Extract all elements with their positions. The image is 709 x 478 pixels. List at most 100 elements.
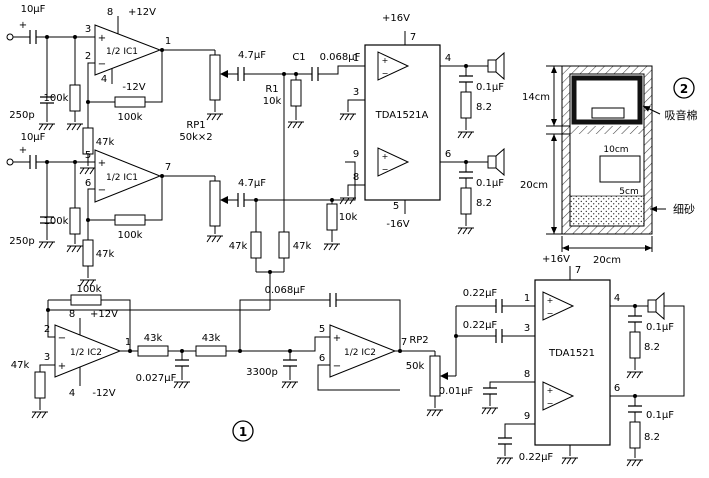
- figure2-number: 2: [680, 82, 688, 96]
- r2-value: 10k: [339, 212, 358, 223]
- figure1-number: 1: [239, 425, 247, 439]
- coupling-capacitor: [237, 66, 245, 82]
- node-dot: [160, 174, 164, 178]
- node-dot: [45, 160, 49, 164]
- node-dot: [282, 72, 286, 76]
- opamp-minus-sign: −: [333, 361, 341, 372]
- opamp-label: 1/2 IC1: [106, 173, 138, 183]
- sum-right-value: 47k: [293, 241, 312, 252]
- ground-icon: [66, 245, 84, 253]
- amp-triangle: [542, 381, 575, 411]
- ground-icon: [496, 457, 514, 465]
- vcc-label: +12V: [128, 7, 156, 18]
- ground-icon: [323, 243, 341, 251]
- speaker-icon: [647, 292, 665, 320]
- zobel-resistor: [629, 331, 641, 359]
- pin8-capacitor: [482, 387, 498, 395]
- pin8-label: 8: [69, 309, 75, 320]
- node-dot: [46, 308, 50, 312]
- bias-resistor: [69, 84, 81, 112]
- opamp-plus-sign: +: [98, 158, 106, 169]
- node-dot: [454, 334, 458, 338]
- opamp-plus-sign: +: [333, 333, 341, 344]
- sand-label: 细砂: [673, 203, 695, 216]
- opamp-ic2b: [329, 324, 397, 378]
- rp1-name: RP1: [186, 120, 205, 131]
- feedback-resistor: [114, 214, 146, 226]
- input-capacitor: [29, 29, 37, 45]
- input-terminal-left[interactable]: [6, 33, 14, 41]
- ground-icon: [66, 123, 84, 131]
- zobel-cap-value: 0.1μF: [646, 322, 674, 333]
- dim-extension-lines: [546, 65, 653, 252]
- bypass-value: 250p: [9, 110, 34, 121]
- node-dot: [160, 48, 164, 52]
- opamp-plus-sign: +: [98, 33, 106, 44]
- opamp-label: 1/2 IC2: [344, 348, 376, 358]
- node-dot: [464, 160, 468, 164]
- amp-minus-sign: −: [547, 399, 554, 408]
- c1-value: 0.068μF: [320, 52, 361, 63]
- ground-icon: [339, 197, 357, 205]
- node-dot: [254, 198, 258, 202]
- pin5-label: 5: [393, 201, 399, 212]
- filter-cfb-value: 0.068μF: [265, 285, 306, 296]
- amp-plus-sign: +: [382, 152, 389, 161]
- figure1-badge: 1: [232, 420, 254, 442]
- ground-icon: [457, 131, 475, 139]
- c8-value: 0.01μF: [439, 386, 474, 397]
- node-dot: [330, 198, 334, 202]
- zobel-res-value: 8.2: [644, 432, 660, 443]
- vee-label: -12V: [122, 82, 145, 93]
- zobel-resistor: [460, 91, 472, 119]
- r1-resistor: [290, 79, 302, 107]
- opamp-minus-sign: −: [98, 185, 106, 196]
- node-dot: [180, 349, 184, 353]
- bypass-value: 250p: [9, 236, 34, 247]
- zobel-res-value: 8.2: [644, 342, 660, 353]
- figure2-circle: [673, 77, 695, 99]
- r2-resistor: [326, 203, 338, 231]
- amp-plus-sign: +: [547, 386, 554, 395]
- pin6-label: 6: [85, 178, 91, 189]
- dim-20cm-left: 20cm: [520, 180, 548, 191]
- r1-name: R1: [265, 84, 278, 95]
- input-terminal-right[interactable]: [6, 158, 14, 166]
- amp-minus-sign: −: [547, 309, 554, 318]
- node-dot: [398, 349, 402, 353]
- wiper-arrow-icon: [220, 196, 228, 204]
- bias-value: 100k: [44, 93, 69, 104]
- zobel-res-value: 8.2: [476, 102, 492, 113]
- dim-10cm: 10cm: [603, 145, 628, 155]
- node-dot: [294, 72, 298, 76]
- pin1-label: 1: [524, 293, 530, 304]
- driver-slot: [591, 107, 625, 119]
- ground-icon: [281, 381, 299, 389]
- sum-resistor-left: [250, 231, 262, 259]
- pin7-label: 7: [575, 265, 581, 276]
- amp-minus-sign: −: [382, 165, 389, 174]
- pin4-label: 4: [614, 293, 620, 304]
- cap-value: 10μF: [21, 4, 46, 15]
- pin4-label: 4: [445, 53, 451, 64]
- c1-capacitor: [311, 66, 319, 82]
- pin3-label: 3: [85, 24, 91, 35]
- mixer-feedback-value: 100k: [77, 284, 102, 295]
- pin2-label: 2: [44, 324, 50, 335]
- enclosure-outline: [561, 65, 653, 235]
- bias-value: 47k: [11, 360, 30, 371]
- potentiometer-rp1a[interactable]: [209, 54, 221, 101]
- potentiometer-rp1b[interactable]: [209, 180, 221, 227]
- amp-triangle: [377, 51, 410, 81]
- node-dot: [73, 35, 77, 39]
- tda1521a-amplifier: + − + − TDA1521A +16V 7 5 -16V 1 3 9 8 4…: [339, 13, 505, 235]
- vee-label: -16V: [386, 219, 409, 230]
- node-dot: [238, 349, 242, 353]
- pin5-label: 5: [319, 324, 325, 335]
- enclosure-figure: 14cm 20cm 20cm 10cm 5cm 吸音棉 细砂 2: [520, 65, 698, 266]
- amp-plus-sign: +: [547, 296, 554, 305]
- node-dot: [464, 64, 468, 68]
- wires-channel2: [13, 161, 356, 278]
